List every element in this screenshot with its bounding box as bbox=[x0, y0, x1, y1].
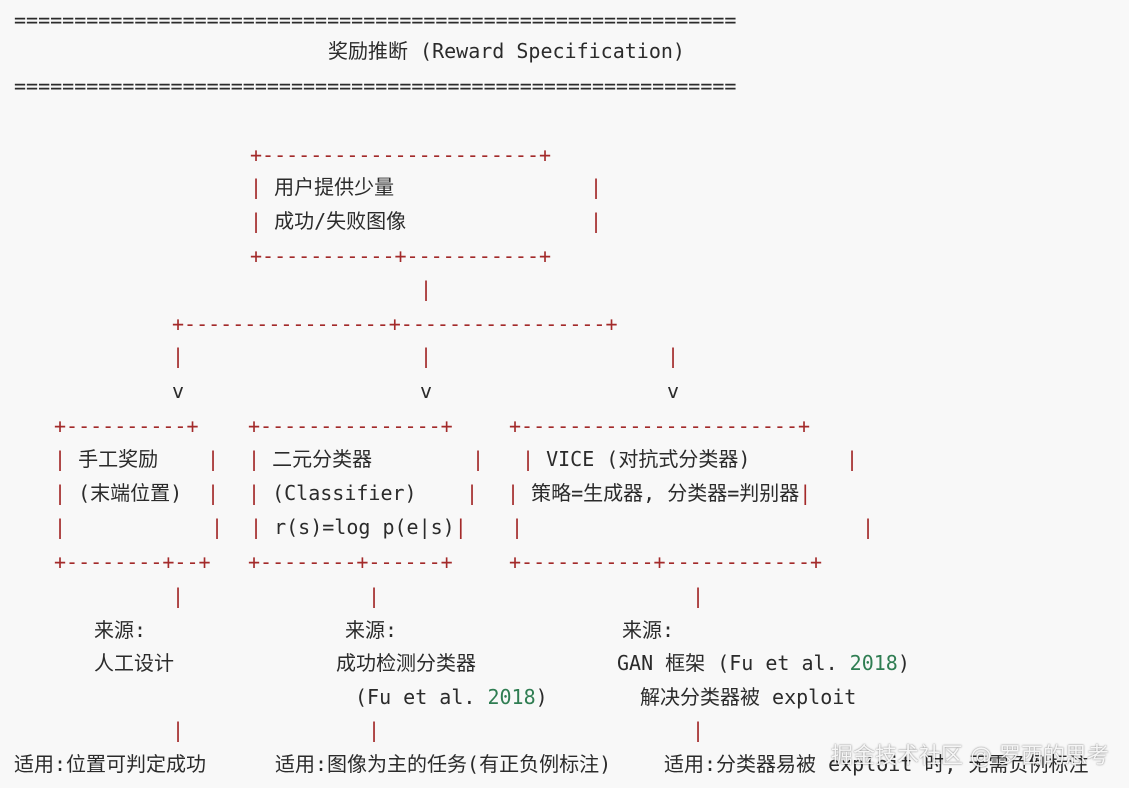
manual-use: 适用:位置可判定成功 bbox=[14, 752, 207, 776]
vice-box-rb3: | bbox=[862, 515, 875, 539]
arrow-middle: v bbox=[420, 379, 433, 403]
diagram-title: 奖励推断 (Reward Specification) bbox=[328, 39, 685, 63]
bottom-pipe-right: | bbox=[692, 718, 705, 742]
vice-value-pre: GAN 框架 (Fu et al. bbox=[617, 651, 850, 675]
classifier-cite-pre: (Fu et al. bbox=[355, 685, 488, 709]
manual-box-rb2: | bbox=[207, 481, 220, 505]
vice-use: 适用:分类器易被 exploit 时, 无需负例标注 bbox=[664, 752, 1089, 776]
top-box-border-top: +-----------------------+ bbox=[250, 143, 552, 167]
classifier-box-rb2: | bbox=[466, 481, 479, 505]
top-box-right-border-2: | bbox=[590, 209, 603, 233]
classifier-box-rb1: | bbox=[472, 447, 485, 471]
vice-value-post: ) bbox=[897, 651, 910, 675]
connector-pipe-middle: | bbox=[420, 344, 433, 368]
manual-box-line1: | 手工奖励 bbox=[54, 447, 159, 471]
manual-box-line3: | bbox=[54, 515, 67, 539]
classifier-box-border-top: +---------------+ bbox=[248, 414, 453, 438]
vice-source-value: GAN 框架 (Fu et al. 2018) bbox=[617, 651, 910, 675]
vice-box-border-top: +-----------------------+ bbox=[509, 414, 811, 438]
vice-box-line1: | VICE (对抗式分类器) bbox=[522, 447, 751, 471]
top-box-line1: | 用户提供少量 bbox=[250, 175, 395, 199]
vice-source-value2: 解决分类器被 exploit bbox=[640, 685, 857, 709]
bottom-pipe-left: | bbox=[172, 718, 185, 742]
classifier-use: 适用:图像为主的任务(有正负例标注) bbox=[275, 752, 612, 776]
top-box-right-border-1: | bbox=[590, 175, 603, 199]
vice-source-label: 来源: bbox=[622, 618, 675, 642]
watermark: 掘金技术社区 @ 罗西的思考 bbox=[831, 744, 1109, 769]
top-separator: ========================================… bbox=[14, 8, 737, 32]
connector-pipe-left: | bbox=[172, 344, 185, 368]
lower-pipe-middle: | bbox=[368, 584, 381, 608]
vice-box-rb1: | bbox=[846, 447, 859, 471]
connector-pipe-right: | bbox=[667, 344, 680, 368]
vice-box-line2: | 策略=生成器, 分类器=判别器| bbox=[507, 481, 812, 505]
top-box-line2: | 成功/失败图像 bbox=[250, 209, 407, 233]
classifier-box-border-bottom: +--------+------+ bbox=[248, 550, 453, 574]
bottom-separator: ========================================… bbox=[14, 74, 737, 98]
connector-branch: +-----------------+-----------------+ bbox=[172, 312, 618, 336]
arrow-left: v bbox=[172, 379, 185, 403]
connector-pipe-center: | bbox=[420, 277, 433, 301]
classifier-box-line3: | r(s)=log p(e|s)| bbox=[250, 515, 467, 539]
manual-source-value: 人工设计 bbox=[94, 651, 174, 675]
vice-value-year: 2018 bbox=[849, 651, 898, 675]
bottom-pipe-middle: | bbox=[368, 718, 381, 742]
manual-box-border-bottom: +--------+--+ bbox=[54, 550, 211, 574]
classifier-source-label: 来源: bbox=[345, 618, 398, 642]
manual-box-rb3: | bbox=[211, 515, 224, 539]
classifier-source-value: 成功检测分类器 bbox=[336, 651, 476, 675]
manual-box-line2: | (末端位置) bbox=[54, 481, 183, 505]
lower-pipe-right: | bbox=[692, 584, 705, 608]
top-box-border-bottom: +-----------+-----------+ bbox=[250, 244, 552, 268]
classifier-citation: (Fu et al. 2018) bbox=[355, 685, 548, 709]
lower-pipe-left: | bbox=[172, 584, 185, 608]
manual-source-label: 来源: bbox=[94, 618, 147, 642]
vice-box-border-bottom: +-----------+------------+ bbox=[509, 550, 823, 574]
classifier-box-line2: | (Classifier) bbox=[248, 481, 417, 505]
classifier-box-line1: | 二元分类器 bbox=[248, 447, 373, 471]
vice-box-line3: | bbox=[511, 515, 524, 539]
classifier-cite-year: 2018 bbox=[487, 685, 536, 709]
classifier-cite-post: ) bbox=[535, 685, 548, 709]
arrow-right: v bbox=[667, 379, 680, 403]
manual-box-border-top: +----------+ bbox=[54, 414, 199, 438]
manual-box-rb1: | bbox=[207, 447, 220, 471]
